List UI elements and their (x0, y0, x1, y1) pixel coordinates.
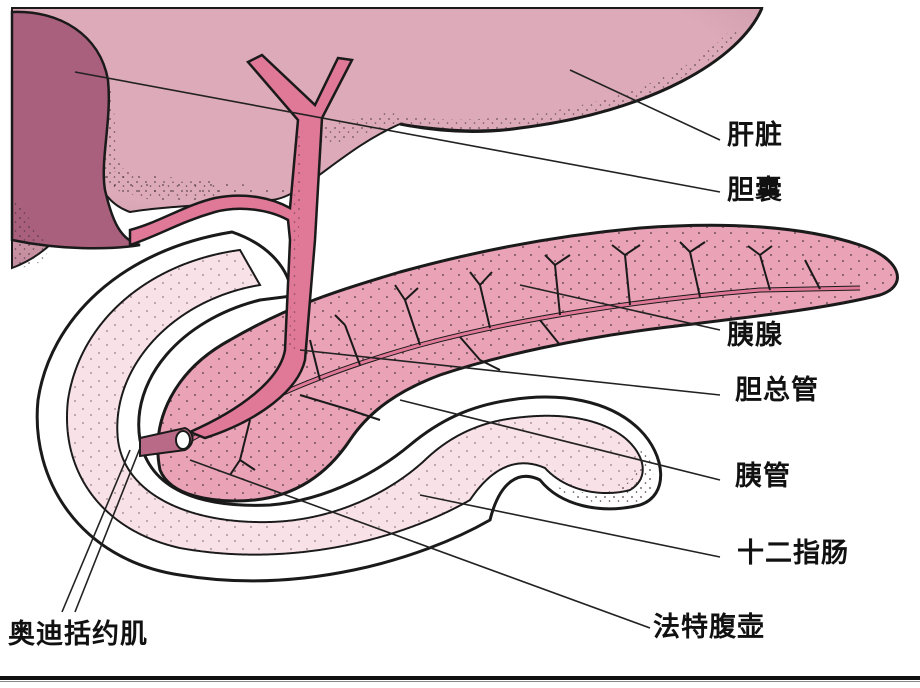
pancreas (156, 223, 899, 503)
label-common-bile-duct: 胆总管 (735, 375, 819, 406)
label-liver: 肝脏 (727, 120, 783, 151)
bottom-divider-shadow (0, 681, 920, 682)
gallbladder (10, 10, 141, 268)
label-sphincter-of-oddi: 奥迪括约肌 (8, 619, 148, 650)
label-pancreas: 胰腺 (727, 320, 783, 351)
ampulla-of-vater (139, 426, 194, 458)
label-duodenum: 十二指肠 (737, 538, 849, 569)
bottom-divider (0, 676, 920, 680)
leader-lines (61, 69, 721, 629)
label-gallbladder: 胆囊 (727, 175, 783, 206)
label-ampulla-of-vater: 法特腹壶 (653, 612, 765, 643)
common-bile-duct (128, 53, 354, 440)
label-pancreatic-duct: 胰管 (735, 461, 791, 492)
